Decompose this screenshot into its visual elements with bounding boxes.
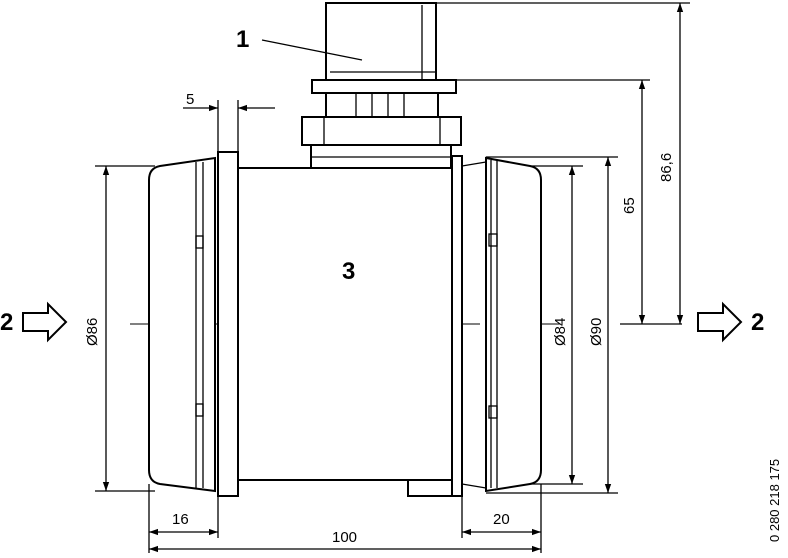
dim-text-height-flange: 65 [621, 197, 638, 214]
dim-inlet-diameter [95, 165, 155, 492]
label-housing: 3 [342, 258, 355, 285]
dim-text-height-total: 86,6 [658, 153, 675, 182]
label-flow-out: 2 [751, 309, 764, 336]
label-connector: 1 [236, 26, 249, 53]
dim-text-flange-thickness: 5 [186, 91, 194, 108]
dim-text-inlet-diameter: Ø86 [84, 318, 101, 346]
dim-text-right-length: 20 [493, 511, 510, 528]
dim-text-outlet-diameter: Ø90 [588, 318, 605, 346]
dim-flange-thickness [183, 100, 275, 152]
dim-text-total-length: 100 [332, 529, 357, 546]
dim-left-length [148, 484, 219, 553]
flow-arrow-right-icon [697, 301, 743, 343]
dim-height-flange [456, 79, 650, 324]
label-flow-in: 2 [0, 309, 13, 336]
dim-height-total [436, 2, 690, 324]
leader-line-connector [261, 39, 363, 61]
connector-plug [301, 2, 462, 170]
part-number: 0 280 218 175 [767, 459, 782, 542]
dim-text-left-length: 16 [172, 511, 189, 528]
flow-arrow-right-icon [22, 301, 68, 343]
dim-outlet-diameter [486, 156, 618, 494]
dim-text-bore-diameter: Ø84 [552, 318, 569, 346]
sensor-housing [148, 151, 542, 497]
dim-bore-diameter [530, 165, 583, 485]
dim-right-length [461, 484, 542, 553]
